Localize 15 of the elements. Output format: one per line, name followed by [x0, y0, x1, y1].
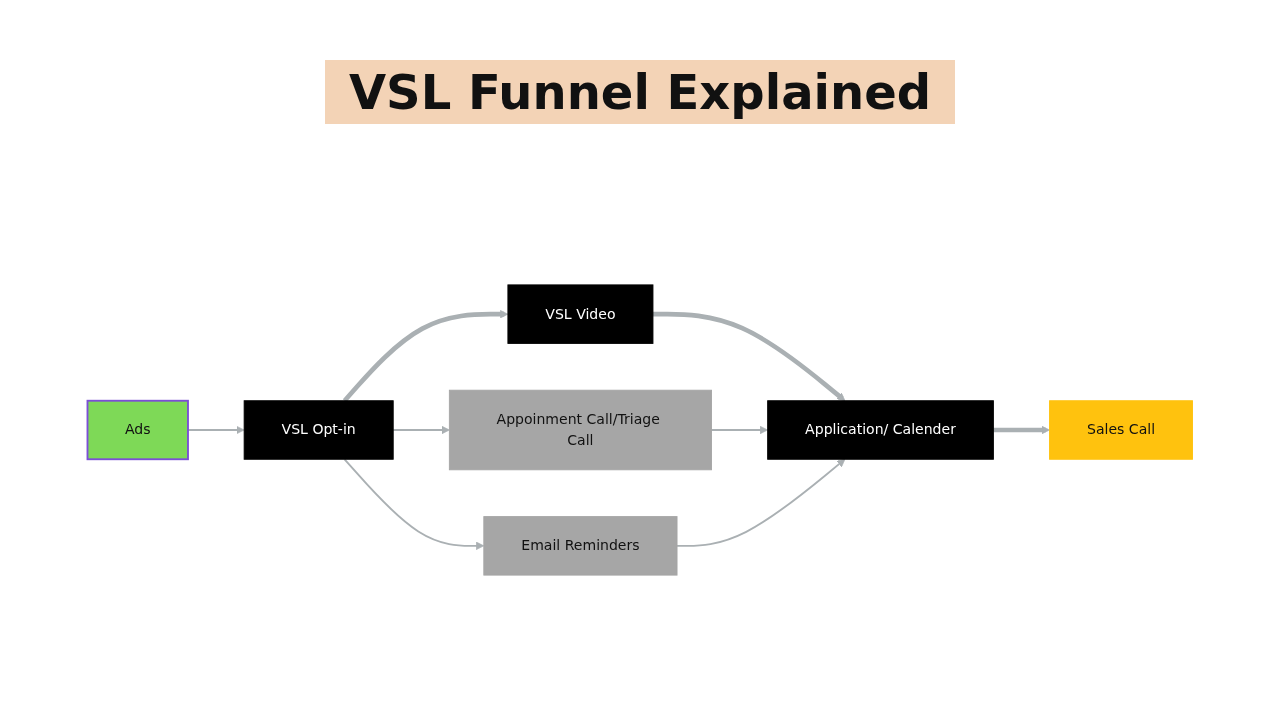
- arrow: [187, 425, 245, 435]
- node-box: Sales Call: [1049, 400, 1193, 460]
- arrow: [710, 425, 769, 435]
- arrow: [343, 458, 485, 550]
- node-box: VSL Opt-in: [243, 400, 394, 460]
- arrow: [993, 425, 1050, 435]
- arrow: [652, 311, 846, 402]
- node-box: Ads: [86, 399, 189, 461]
- node-box: Email Reminders: [483, 516, 678, 576]
- arrow: [676, 458, 846, 547]
- node-box: Appoinment Call/Triage Call: [448, 389, 712, 471]
- title: VSL Funnel Explained: [324, 60, 956, 124]
- arrow: [392, 425, 450, 435]
- node-box: VSL Video: [507, 284, 654, 344]
- node-box: Application/ Calender: [767, 400, 994, 460]
